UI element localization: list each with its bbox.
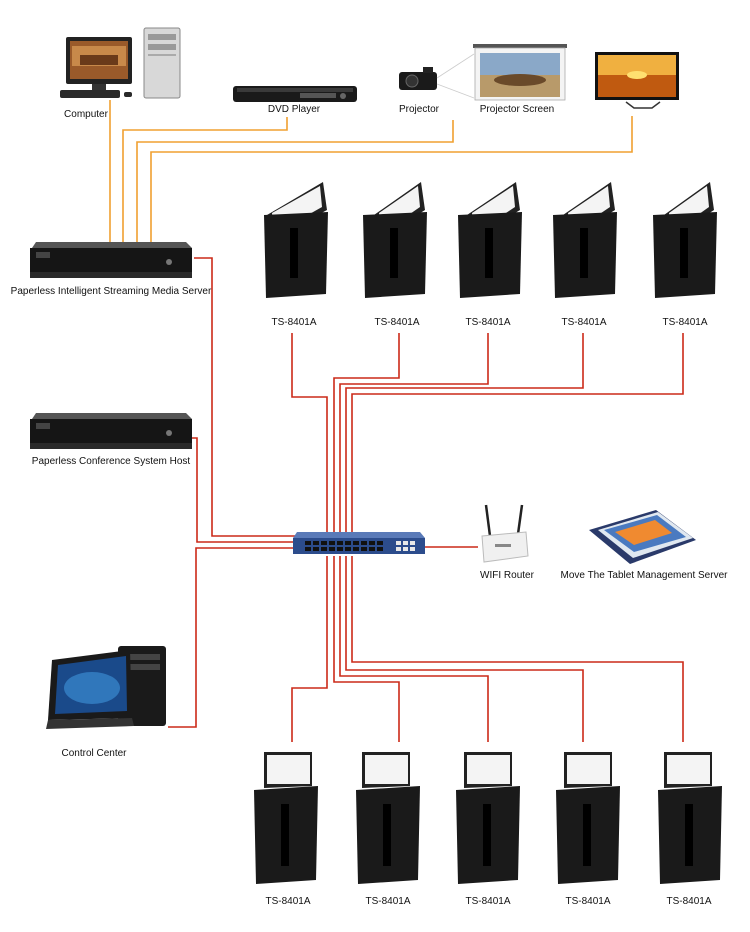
terminal-top-3-label: TS-8401A [465,317,511,328]
av-line-tv [150,116,633,242]
terminal-bottom-3 [456,752,520,884]
conference-host-icon [30,413,192,449]
projector-screen-label: Projector Screen [479,104,555,115]
dvd-player-icon [233,86,357,102]
terminal-top-4 [553,182,617,298]
terminal-top-5 [653,182,717,298]
net-line-bottom-1 [291,556,328,742]
terminal-bottom-5 [658,752,722,884]
net-line-bottom-2 [333,556,400,742]
net-line-top-1 [291,333,328,536]
terminal-bottom-2-label: TS-8401A [365,896,411,907]
control-center-label: Control Center [61,748,127,759]
tablet-label: Move The Tablet Management Server [560,570,728,581]
dvd-player-label: DVD Player [267,104,321,115]
terminal-top-1 [264,182,328,298]
network-connections [168,257,684,742]
net-line-host [192,437,295,543]
net-line-control [168,547,295,728]
net-line-server [194,257,295,537]
av-connections [109,100,633,242]
projector-label: Projector [398,104,440,115]
terminal-bottom-3-label: TS-8401A [465,896,511,907]
terminal-bottom-1 [254,752,318,884]
net-line-bottom-4 [345,556,584,742]
tablet-icon [589,510,696,564]
terminal-bottom-2 [356,752,420,884]
wifi-router-icon [481,504,529,563]
net-line-top-2 [333,333,400,536]
control-center-icon [46,646,166,729]
terminal-bottom-4-label: TS-8401A [565,896,611,907]
net-line-top-5 [351,333,684,536]
terminal-bottom-1-label: TS-8401A [265,896,311,907]
av-line-projector [136,120,454,242]
computer-icon [60,27,181,99]
network-switch-icon [293,532,425,554]
net-line-top-3 [339,333,489,536]
terminal-bottom-4 [556,752,620,884]
terminal-top-4-label: TS-8401A [561,317,607,328]
tv-icon [595,52,679,109]
router-label: WIFI Router [480,570,534,581]
net-line-bottom-5 [351,556,684,742]
projector-icon [399,53,475,99]
terminal-bottom-5-label: TS-8401A [666,896,712,907]
server-label: Paperless Intelligent Streaming Media Se… [10,286,212,297]
terminal-top-1-label: TS-8401A [271,317,317,328]
terminal-top-2 [363,182,427,298]
projector-screen-icon [473,44,567,101]
av-line-dvd [122,117,288,242]
terminal-top-3 [458,182,522,298]
streaming-server-icon [30,242,192,278]
net-line-bottom-3 [339,556,489,742]
terminal-top-2-label: TS-8401A [374,317,420,328]
host-label: Paperless Conference System Host [31,456,191,467]
computer-label: Computer [64,109,108,120]
net-line-top-4 [345,333,584,536]
terminal-top-5-label: TS-8401A [662,317,708,328]
